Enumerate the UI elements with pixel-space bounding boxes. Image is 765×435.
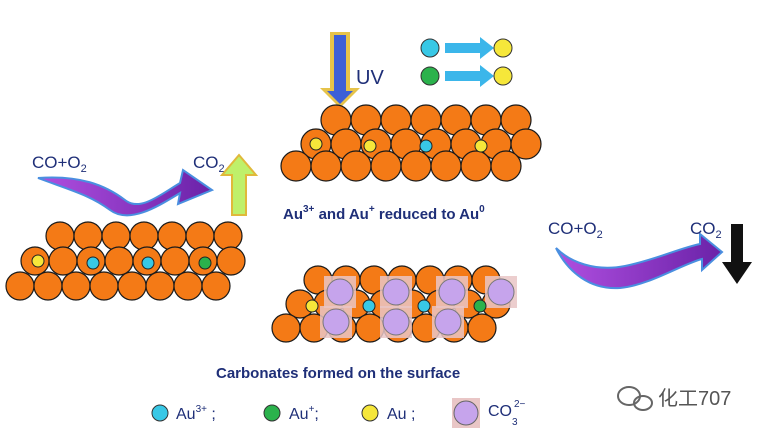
cyan-arrow-icon: [445, 37, 494, 59]
support-sphere: [280, 150, 312, 182]
support-sphere: [340, 150, 372, 182]
carbonate-species: [434, 308, 462, 336]
support-sphere: [160, 246, 190, 276]
reduction-caption: Au3+ and Au+ reduced to Au0: [283, 204, 485, 223]
support-sphere: [490, 150, 522, 182]
legend-au0-label: Au ;: [387, 406, 415, 423]
watermark-text: 化工707: [658, 387, 731, 410]
support-sphere: [145, 271, 175, 301]
support-sphere: [129, 221, 159, 251]
support-sphere: [430, 150, 462, 182]
co2-release-arrow-icon: [219, 153, 259, 216]
support-sphere: [510, 128, 542, 160]
au0-atom: [305, 299, 319, 313]
support-sphere: [33, 271, 63, 301]
cyan-arrow-icon-2: [445, 65, 494, 87]
reduction-legend-arrows: [420, 37, 513, 87]
au0-end-icon-2: [493, 66, 513, 86]
au3-atom: [419, 139, 433, 153]
support-sphere: [467, 313, 497, 343]
au0-atom: [474, 139, 488, 153]
carbonate-species: [322, 308, 350, 336]
support-sphere: [355, 313, 385, 343]
support-sphere: [61, 271, 91, 301]
catalyst-block-top: [280, 104, 542, 182]
support-sphere: [271, 313, 301, 343]
watermark: 化工707: [617, 386, 731, 411]
left-co-o2-label: CO+O2: [32, 153, 87, 175]
support-sphere: [5, 271, 35, 301]
legend-carbonate-icon: [453, 400, 479, 426]
support-sphere: [89, 271, 119, 301]
carbonate-species: [438, 278, 466, 306]
support-sphere: [460, 150, 492, 182]
au3-start-icon: [420, 38, 440, 58]
carbonate-species: [382, 308, 410, 336]
support-sphere: [201, 271, 231, 301]
au0-end-icon-1: [493, 38, 513, 58]
support-sphere: [157, 221, 187, 251]
uv-arrow-icon: [320, 32, 360, 108]
catalyst-block-left: [5, 221, 246, 301]
carbonate-caption: Carbonates formed on the surface: [216, 365, 460, 382]
support-sphere: [48, 246, 78, 276]
support-sphere: [104, 246, 134, 276]
legend-au1-label: Au+;: [289, 404, 319, 423]
au0-atom: [31, 254, 45, 268]
support-sphere: [173, 271, 203, 301]
carbonate-species: [382, 278, 410, 306]
legend-au0-icon: [361, 404, 379, 422]
left-reaction-arrow-icon: [37, 168, 215, 217]
support-sphere: [45, 221, 75, 251]
support-sphere: [101, 221, 131, 251]
au3-atom: [362, 299, 376, 313]
right-reaction-arrow-icon: [555, 231, 724, 290]
carbonate-species: [487, 278, 515, 306]
support-sphere: [370, 150, 402, 182]
legend-au3-icon: [151, 404, 169, 422]
au3-atom: [141, 256, 155, 270]
au3-atom: [86, 256, 100, 270]
au0-atom: [363, 139, 377, 153]
au0-atom: [309, 137, 323, 151]
legend-au3-label: Au3+ ;: [176, 404, 216, 423]
legend-au1-icon: [263, 404, 281, 422]
support-sphere: [117, 271, 147, 301]
carbonate-species: [326, 278, 354, 306]
support-sphere: [73, 221, 103, 251]
wechat-icon: [617, 386, 653, 411]
right-co-o2-label: CO+O2: [548, 219, 603, 241]
au1-atom: [473, 299, 487, 313]
support-sphere: [185, 221, 215, 251]
left-co2-label: CO2: [193, 153, 225, 175]
catalyst-block-bottom: [271, 265, 517, 343]
co2-down-arrow-icon: [722, 224, 752, 284]
uv-label: UV: [356, 67, 384, 89]
support-sphere: [310, 150, 342, 182]
right-co2-label: CO2: [690, 219, 722, 241]
au3-atom: [417, 299, 431, 313]
au1-start-icon: [420, 66, 440, 86]
support-sphere: [400, 150, 432, 182]
support-sphere: [213, 221, 243, 251]
support-sphere: [216, 246, 246, 276]
au1-atom: [198, 256, 212, 270]
